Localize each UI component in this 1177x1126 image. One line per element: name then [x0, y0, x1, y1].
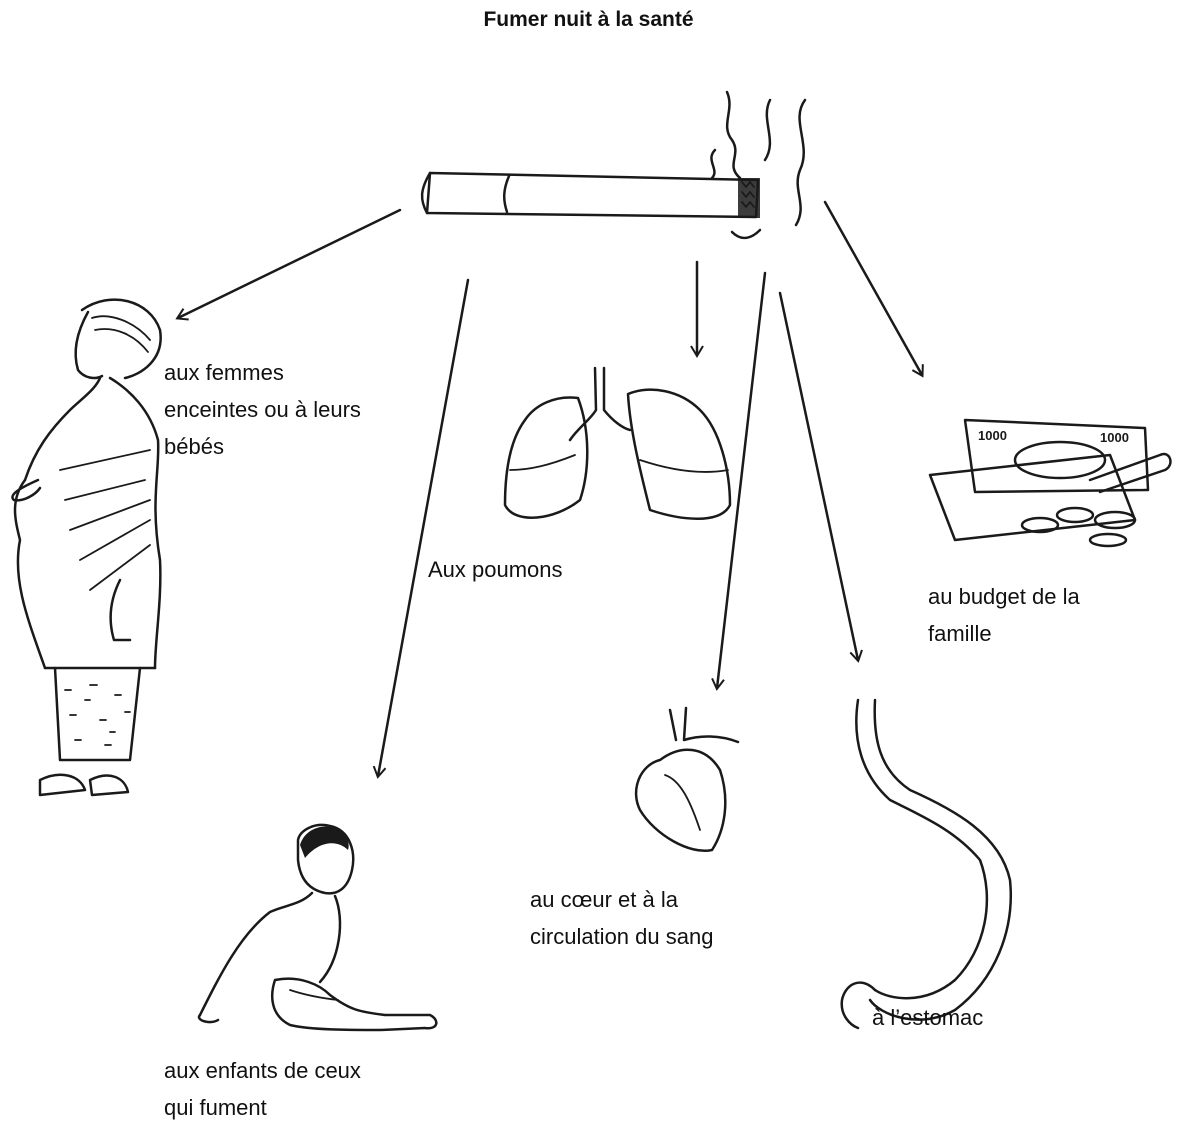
label-pregnant-women: aux femmes enceintes ou à leurs bébés	[164, 354, 361, 465]
arrow-to-pregnant	[178, 210, 400, 318]
child-icon	[199, 825, 436, 1030]
note-value-1: 1000	[978, 428, 1007, 443]
label-stomach: à l’estomac	[872, 999, 983, 1036]
pregnant-woman-icon	[12, 300, 160, 795]
cigarette-icon	[422, 173, 760, 218]
lungs-icon	[505, 368, 730, 519]
label-heart-circulation: au cœur et à la circulation du sang	[530, 881, 713, 955]
arrow-to-children	[378, 280, 468, 776]
note-value-2: 1000	[1100, 430, 1129, 445]
label-family-budget: au budget de la famille	[928, 578, 1080, 652]
money-icon: 1000 1000	[930, 420, 1170, 546]
arrow-to-stomach	[780, 293, 858, 660]
arrows	[178, 202, 922, 776]
arrow-to-heart	[717, 273, 765, 688]
arrow-to-budget	[825, 202, 922, 375]
heart-icon	[636, 708, 738, 851]
label-children-of-smokers: aux enfants de ceux qui fument	[164, 1052, 361, 1126]
stomach-icon	[842, 700, 1011, 1028]
label-lungs: Aux poumons	[428, 551, 563, 588]
